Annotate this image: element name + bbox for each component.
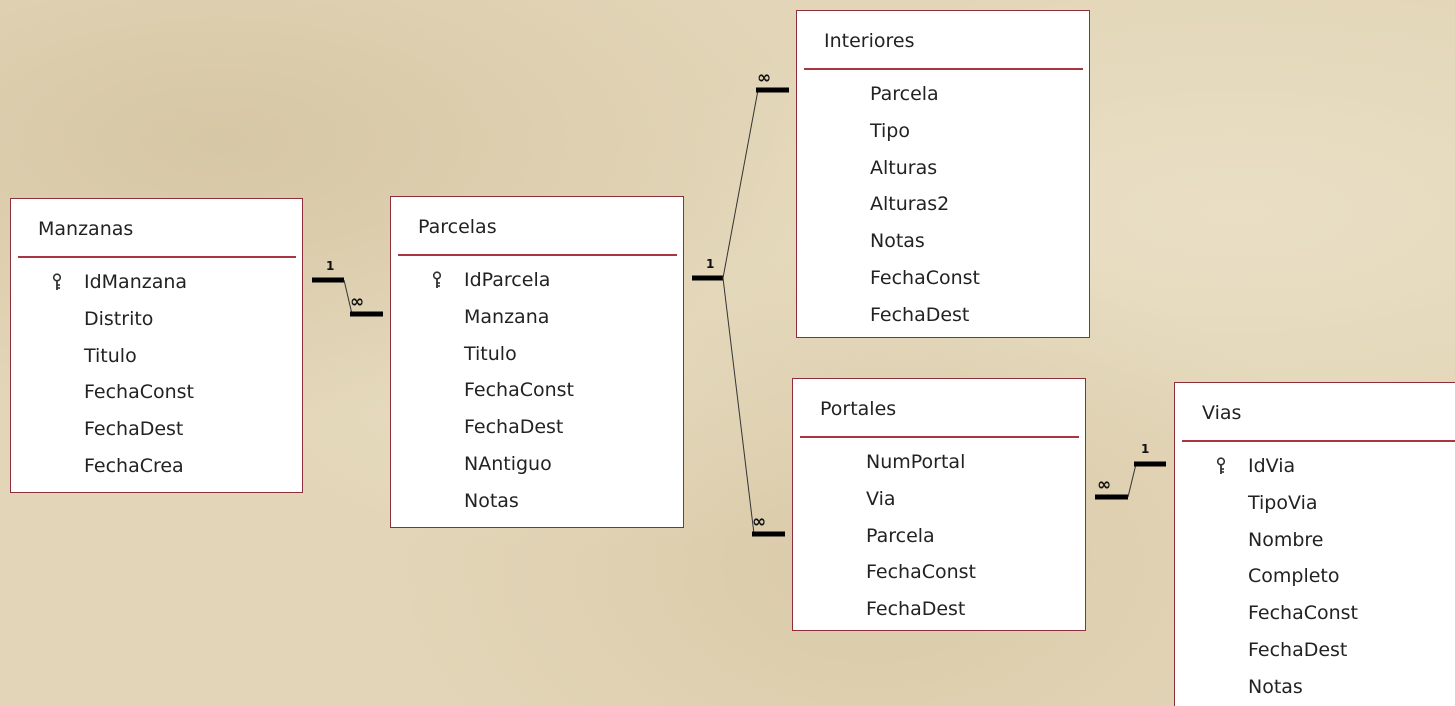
field-row[interactable]: Titulo — [391, 336, 683, 373]
field-name: FechaConst — [870, 266, 980, 289]
field-row[interactable]: FechaCrea — [11, 448, 302, 485]
field-name: FechaDest — [84, 418, 184, 441]
title-separator — [398, 254, 677, 256]
rel-1-one-label: 1 — [326, 259, 335, 273]
rel-3-many-label: ∞ — [752, 512, 766, 532]
relationship-parcelas-portales[interactable] — [722, 277, 785, 537]
field-name: Parcela — [866, 524, 935, 547]
field-name: Alturas — [870, 156, 938, 179]
field-name: Nombre — [1248, 528, 1324, 551]
field-name: Tipo — [870, 119, 910, 142]
field-name: Titulo — [464, 342, 517, 365]
field-name: Titulo — [84, 344, 137, 367]
field-row[interactable]: TipoVia — [1175, 485, 1455, 522]
rel-4-one-label: 1 — [1141, 442, 1150, 456]
field-name: Notas — [464, 489, 519, 512]
field-name: FechaDest — [870, 303, 970, 326]
field-name: FechaDest — [464, 416, 564, 439]
table-title: Portales — [820, 398, 897, 420]
field-row[interactable]: Alturas — [797, 150, 1089, 187]
title-separator — [804, 68, 1083, 70]
field-row[interactable]: FechaConst — [11, 374, 302, 411]
field-name: Parcela — [870, 83, 939, 105]
field-row[interactable]: Manzana — [391, 299, 683, 336]
field-name: FechaDest — [1248, 638, 1348, 661]
field-name: NAntiguo — [464, 452, 552, 475]
table-title: Manzanas — [38, 218, 134, 240]
field-name: IdParcela — [464, 269, 551, 291]
field-row[interactable]: Titulo — [11, 338, 302, 375]
table-vias[interactable]: Vias IdVia TipoVia Nombre Completo Fecha… — [1174, 382, 1455, 706]
field-row[interactable]: Notas — [391, 483, 683, 520]
key-icon — [52, 273, 62, 290]
field-row[interactable]: NAntiguo — [391, 446, 683, 483]
field-row[interactable]: Parcela — [793, 518, 1085, 555]
field-name: FechaConst — [1248, 602, 1358, 625]
title-separator — [18, 256, 296, 258]
title-separator — [800, 436, 1079, 438]
field-row[interactable]: Notas — [1175, 669, 1455, 706]
table-interiores[interactable]: Interiores Parcela Tipo Alturas Alturas2… — [796, 10, 1090, 338]
relationship-manzanas-parcelas[interactable] — [312, 277, 383, 317]
field-name: FechaCrea — [84, 454, 184, 477]
field-row[interactable]: FechaConst — [1175, 595, 1455, 632]
field-name: Notas — [870, 230, 925, 253]
field-row[interactable]: FechaConst — [797, 260, 1089, 297]
field-row[interactable]: FechaDest — [797, 297, 1089, 334]
field-name: Completo — [1248, 565, 1340, 588]
field-row[interactable]: Nombre — [1175, 522, 1455, 559]
field-name: FechaConst — [464, 379, 574, 402]
field-name: FechaConst — [866, 561, 976, 584]
field-row[interactable]: FechaConst — [793, 554, 1085, 591]
field-name: Alturas2 — [870, 193, 950, 216]
table-manzanas[interactable]: Manzanas IdManzana Distrito Titulo Fecha… — [10, 198, 303, 493]
field-row[interactable]: Notas — [797, 223, 1089, 260]
rel-1-many-label: ∞ — [350, 292, 364, 312]
title-separator — [1182, 440, 1455, 442]
field-row[interactable]: IdVia — [1175, 448, 1455, 485]
field-row[interactable]: FechaDest — [1175, 632, 1455, 669]
field-name: Distrito — [84, 307, 154, 330]
field-row[interactable]: Alturas2 — [797, 186, 1089, 223]
field-name: FechaDest — [866, 598, 966, 621]
field-row[interactable]: FechaDest — [11, 411, 302, 448]
field-name: Manzana — [464, 305, 550, 328]
field-row[interactable]: NumPortal — [793, 444, 1085, 481]
field-row[interactable]: FechaDest — [391, 409, 683, 446]
table-parcelas[interactable]: Parcelas IdParcela Manzana Titulo FechaC… — [390, 196, 684, 528]
field-row[interactable]: Distrito — [11, 301, 302, 338]
field-name: NumPortal — [866, 451, 966, 473]
field-name: Notas — [1248, 675, 1303, 698]
relationship-parcelas-interiores[interactable] — [692, 87, 789, 281]
relationship-vias-portales[interactable] — [1095, 461, 1166, 500]
key-icon — [1216, 457, 1226, 474]
key-icon — [432, 271, 442, 288]
rel-2-one-label: 1 — [706, 257, 715, 271]
field-name: IdVia — [1248, 455, 1296, 477]
field-row[interactable]: Tipo — [797, 113, 1089, 150]
field-name: IdManzana — [84, 271, 188, 293]
field-name: FechaConst — [84, 381, 194, 404]
rel-2-many-label: ∞ — [757, 68, 771, 88]
rel-4-many-label: ∞ — [1097, 475, 1111, 495]
table-title: Vias — [1202, 402, 1242, 424]
field-row[interactable]: Parcela — [797, 76, 1089, 113]
field-name: TipoVia — [1248, 491, 1318, 514]
field-row[interactable]: FechaDest — [793, 591, 1085, 628]
field-row[interactable]: Completo — [1175, 558, 1455, 595]
field-row[interactable]: FechaConst — [391, 372, 683, 409]
table-title: Parcelas — [418, 216, 497, 238]
field-name: Via — [866, 487, 896, 510]
field-row[interactable]: IdManzana — [11, 264, 302, 301]
field-row[interactable]: IdParcela — [391, 262, 683, 299]
field-row[interactable]: Via — [793, 481, 1085, 518]
table-title: Interiores — [824, 30, 915, 52]
table-portales[interactable]: Portales NumPortal Via Parcela FechaCons… — [792, 378, 1086, 631]
